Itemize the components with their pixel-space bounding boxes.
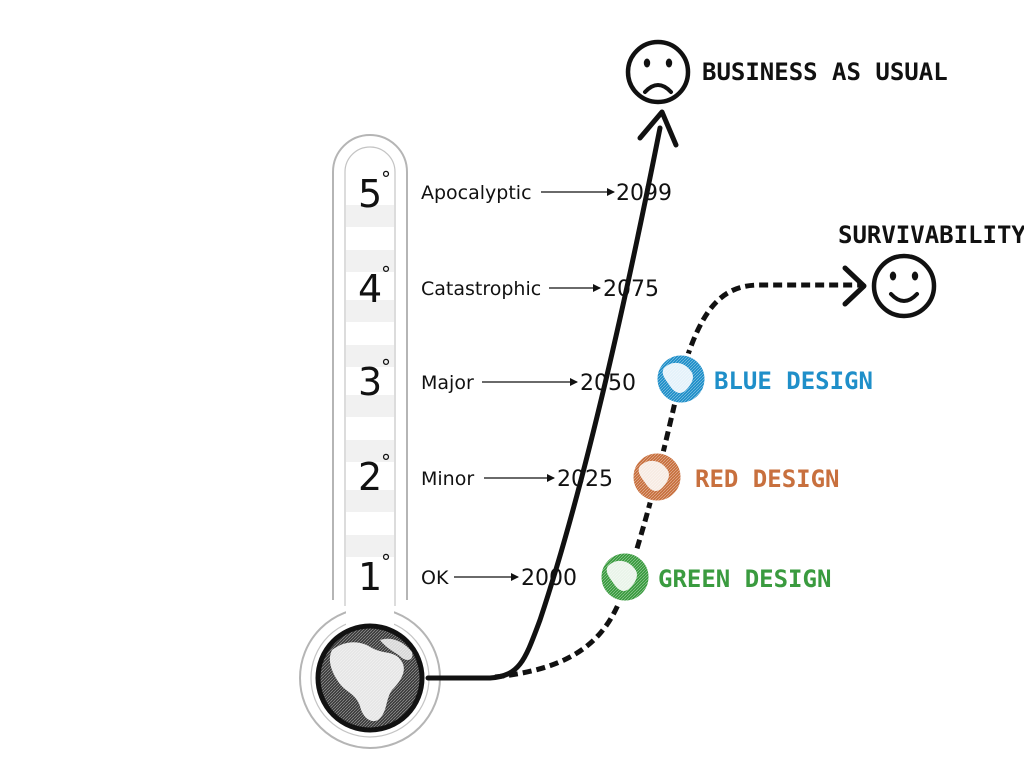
survivability-label: SURVIVABILITY	[838, 221, 1024, 249]
degree-4-symbol: °	[381, 262, 391, 286]
degree-1-symbol: °	[381, 550, 391, 574]
business-as-usual-arrowhead	[637, 109, 679, 148]
earth-globe-icon	[315, 623, 425, 733]
red-design-label: RED DESIGN	[695, 465, 840, 493]
level-label-ok: OK	[421, 567, 449, 589]
level-label-catastrophic: Catastrophic	[421, 278, 541, 300]
degree-3-symbol: °	[381, 355, 391, 379]
sad-face-icon	[625, 39, 691, 105]
level-rows: Apocalyptic 2099 Catastrophic 2075 Major…	[421, 181, 672, 591]
business-as-usual-path	[425, 109, 679, 681]
red-design-globe-icon	[630, 450, 684, 504]
degree-4: 4	[358, 267, 382, 311]
level-label-apocalyptic: Apocalyptic	[421, 182, 532, 204]
degree-scale: 5 ° 4 ° 3 ° 2 ° 1 °	[358, 167, 391, 599]
level-label-major: Major	[421, 372, 474, 394]
year-2075: 2075	[603, 277, 659, 302]
degree-5-symbol: °	[381, 167, 391, 191]
degree-2-symbol: °	[381, 450, 391, 474]
thermometer	[299, 134, 441, 749]
thermometer-stripes	[346, 205, 394, 557]
survivability-arrowhead	[842, 265, 867, 307]
level-label-minor: Minor	[421, 468, 474, 490]
degree-5: 5	[358, 172, 382, 216]
blue-design-globe-icon	[654, 352, 708, 406]
business-as-usual-label: BUSINESS AS USUAL	[702, 58, 948, 86]
blue-design-label: BLUE DESIGN	[714, 367, 873, 395]
degree-3: 3	[358, 360, 382, 404]
degree-1: 1	[358, 555, 382, 599]
green-design-label: GREEN DESIGN	[658, 565, 831, 593]
degree-2: 2	[358, 455, 382, 499]
survivability-path	[494, 265, 867, 680]
happy-face-icon	[871, 253, 937, 319]
green-design-globe-icon	[598, 550, 652, 604]
